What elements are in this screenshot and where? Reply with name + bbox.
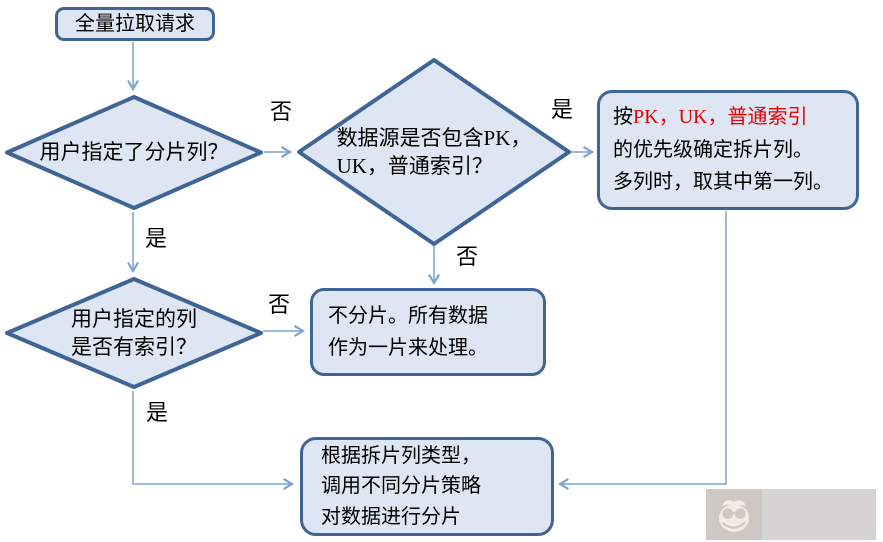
node-start: 全量拉取请求 [55, 7, 215, 41]
node-start-label: 全量拉取请求 [75, 12, 195, 35]
diamond-shape [297, 58, 571, 246]
decision-datasource-line2: UK，普通索引？ [336, 154, 493, 178]
edge-label-column-indexed-yes: 是 [146, 400, 169, 425]
split-line1: 根据拆片列类型， [321, 444, 481, 467]
node-priority: 按PK，UK，普通索引 的优先级确定拆片列。 多列时，取其中第一列。 [597, 90, 859, 210]
decision-column-line1: 用户指定的列 [71, 306, 197, 331]
edge-label-user-specified-yes: 是 [145, 226, 168, 251]
diamond-shape [5, 277, 263, 389]
priority-line3: 多列时，取其中第一列。 [613, 171, 833, 194]
edge-label-column-indexed-no: 否 [268, 292, 291, 317]
split-line3: 对数据进行分片 [321, 505, 461, 528]
decision-column-indexed-label: 用户指定的列 是否有索引？ [71, 305, 197, 362]
diamond-shape [5, 95, 263, 210]
node-decision-user-specified: 用户指定了分片列？ [4, 94, 264, 211]
decision-datasource-line1: 数据源是否包含PK， [336, 125, 532, 150]
node-split: 根据拆片列类型， 调用不同分片策略 对数据进行分片 [300, 437, 554, 536]
priority-line1-prefix: 按 [613, 106, 633, 129]
priority-line1: 按PK，UK，普通索引 [613, 101, 833, 133]
node-no-split: 不分片。所有数据 作为一片来处理。 [310, 288, 546, 376]
edge-label-user-specified-no: 否 [270, 99, 293, 124]
decision-datasource-index-label: 数据源是否包含PK， UK，普通索引？ [337, 124, 532, 181]
node-decision-datasource-index: 数据源是否包含PK， UK，普通索引？ [296, 57, 572, 247]
decision-user-specified-label: 用户指定了分片列？ [39, 140, 229, 165]
no-split-line1: 不分片。所有数据 [328, 305, 488, 327]
edge-label-datasource-yes: 是 [551, 97, 574, 122]
decision-column-line2: 是否有索引？ [71, 335, 197, 359]
priority-line2: 的优先级确定拆片列。 [613, 138, 813, 161]
watermark [706, 489, 876, 540]
node-decision-column-indexed: 用户指定的列 是否有索引？ [4, 276, 264, 390]
priority-line1-highlight: PK，UK，普通索引 [633, 106, 808, 129]
monkey-face-icon [706, 489, 762, 540]
edge-label-datasource-no: 否 [456, 244, 479, 269]
split-line2: 调用不同分片策略 [321, 475, 481, 498]
no-split-line2: 作为一片来处理。 [328, 337, 488, 359]
